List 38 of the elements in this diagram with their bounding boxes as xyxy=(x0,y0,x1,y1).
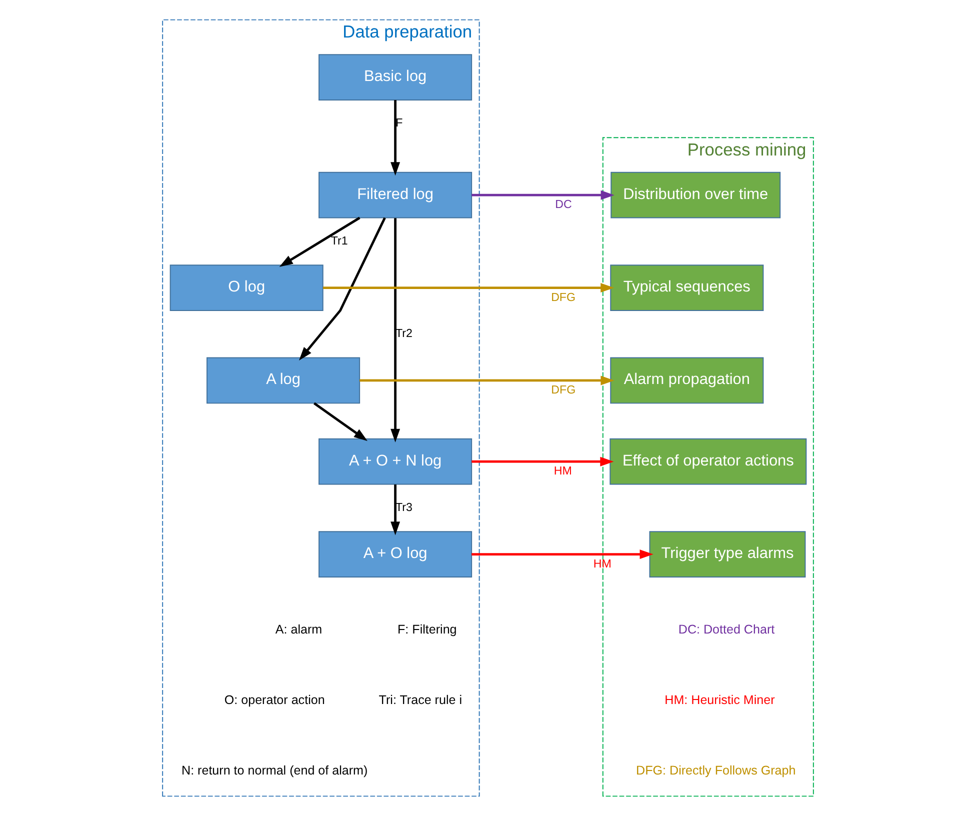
node-box: A log xyxy=(206,357,360,404)
edge-label: DFG xyxy=(550,292,576,304)
arrow xyxy=(471,550,653,560)
label: F: Filtering xyxy=(397,622,456,636)
edge-label: F xyxy=(395,118,402,130)
label: N: return to normal (end of alarm) xyxy=(181,763,368,778)
arrow xyxy=(359,376,614,386)
arrow xyxy=(471,190,614,200)
edge-label: DC xyxy=(554,199,572,212)
edge-label: HM xyxy=(553,466,572,478)
arrow xyxy=(313,402,367,441)
arrow xyxy=(390,218,400,442)
node-box: Typical sequences xyxy=(610,264,764,311)
arrow xyxy=(278,216,360,267)
label: O: operator action xyxy=(224,692,324,707)
node-box: Trigger type alarms xyxy=(648,531,806,578)
arrow xyxy=(322,283,614,293)
legend-label: DC: Dotted Chart xyxy=(678,622,774,636)
arrow xyxy=(471,456,614,466)
node-box: A + O + N log xyxy=(318,438,472,485)
node-box: Distribution over time xyxy=(610,172,780,218)
label: Tri: Trace rule i xyxy=(378,692,462,707)
node-box: Effect of operator actions xyxy=(609,438,806,485)
node-box: Alarm propagation xyxy=(610,357,764,404)
label: A: alarm xyxy=(274,622,322,636)
node-box: Filtered log xyxy=(318,172,472,218)
legend-label: DFG: Directly Follows Graph xyxy=(636,763,796,778)
arrow xyxy=(390,484,400,536)
node-box: O log xyxy=(169,264,323,311)
edge-label: Tr1 xyxy=(330,235,348,248)
edge-label: Tr2 xyxy=(395,328,412,340)
edge-label: Tr3 xyxy=(395,502,412,514)
arrow xyxy=(390,100,400,176)
node-box: A + O log xyxy=(318,531,472,578)
edge-label: DFG xyxy=(550,384,576,397)
legend-label: HM: Heuristic Miner xyxy=(664,692,774,707)
node-box: Basic log xyxy=(318,54,472,100)
arrow xyxy=(298,217,386,360)
